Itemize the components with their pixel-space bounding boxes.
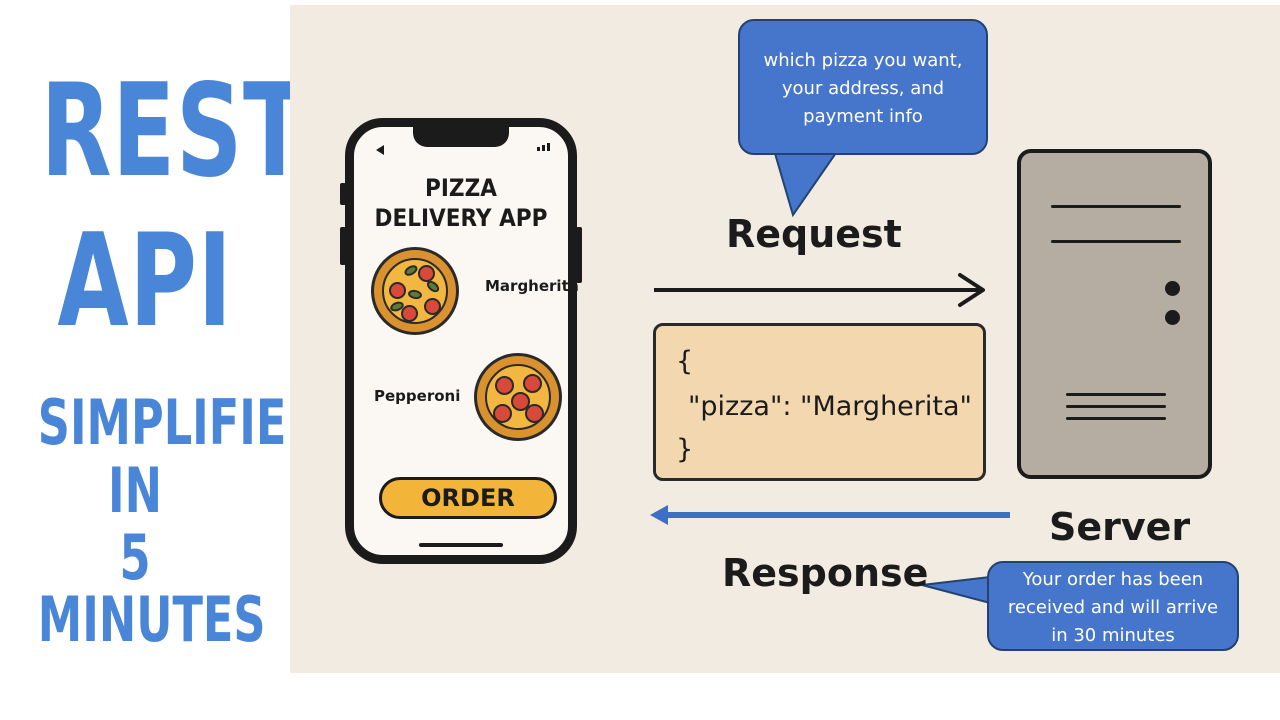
- request-bubble-line: which pizza you want,: [763, 50, 963, 71]
- server-label: Server: [1049, 505, 1191, 549]
- response-bubble: Your order has been received and will ar…: [987, 561, 1239, 651]
- phone-mockup: PIZZA DELIVERY APP Margherita Pepperoni: [345, 118, 579, 564]
- response-arrowhead: [650, 505, 668, 525]
- json-body: "pizza": "Margherita": [688, 391, 972, 422]
- app-title-line2: DELIVERY APP: [374, 204, 548, 232]
- request-bubble-tail: [772, 149, 840, 218]
- phone-side-button: [340, 183, 346, 205]
- title-in: IN: [108, 454, 162, 527]
- back-arrow-icon: [376, 145, 384, 155]
- title-5-minutes: 5 MINUTES: [37, 521, 266, 656]
- json-close-brace: }: [676, 434, 694, 465]
- title-simplified: SIMPLIFIED: [37, 386, 324, 459]
- app-title: PIZZA DELIVERY APP: [365, 173, 558, 233]
- response-bubble-line: received and will arrive: [1007, 597, 1219, 618]
- phone-side-button: [340, 227, 346, 265]
- request-bubble-line: your address, and: [781, 78, 945, 99]
- json-payload: { "pizza": "Margherita" }: [653, 323, 986, 481]
- pepperoni-pizza-icon: [474, 353, 562, 441]
- app-title-line1: PIZZA: [425, 174, 497, 202]
- server-icon: [1017, 149, 1212, 479]
- request-arrowhead: [958, 273, 985, 307]
- menu-item-margherita[interactable]: Margherita: [485, 277, 579, 295]
- menu-item-pepperoni[interactable]: Pepperoni: [374, 387, 461, 405]
- response-bubble-line: Your order has been: [1022, 569, 1204, 590]
- request-bubble-line: payment info: [803, 106, 923, 127]
- request-label: Request: [726, 212, 902, 256]
- phone-notch: [413, 125, 509, 147]
- title-column: REST API SIMPLIFIED IN 5 MINUTES: [0, 0, 324, 720]
- response-bubble-tail: [921, 575, 991, 605]
- signal-icon: [537, 143, 550, 151]
- title-rest: REST: [40, 57, 307, 206]
- margherita-pizza-icon: [371, 247, 459, 335]
- json-open-brace: {: [676, 346, 694, 377]
- phone-side-button: [576, 227, 582, 283]
- order-button[interactable]: ORDER: [379, 477, 557, 519]
- request-bubble: which pizza you want, your address, and …: [738, 19, 988, 155]
- diagram-panel: PIZZA DELIVERY APP Margherita Pepperoni: [290, 5, 1280, 673]
- home-indicator: [419, 543, 503, 547]
- title-api: API: [57, 207, 233, 356]
- response-label: Response: [722, 551, 929, 595]
- response-bubble-line: in 30 minutes: [1051, 625, 1175, 646]
